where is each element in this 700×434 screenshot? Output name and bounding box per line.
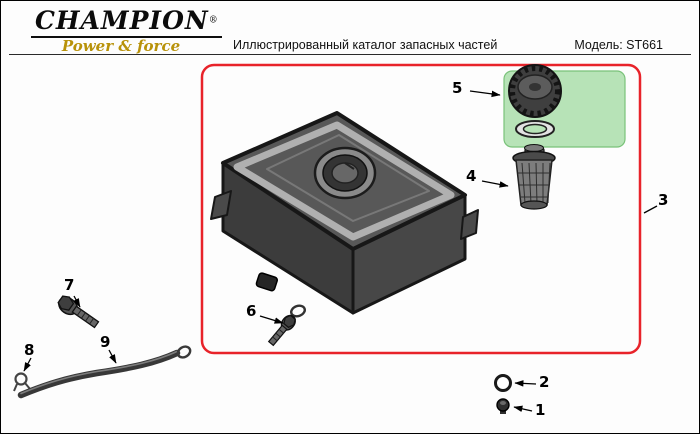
callout-3: 3 [658,191,669,209]
callout-2: 2 [539,373,550,391]
callout-4: 4 [466,167,477,185]
callout-arrows [23,90,658,413]
fuel-hose-drawing [17,345,192,399]
arrow-9 [108,349,117,364]
header-divider [9,54,691,55]
arrow-8 [23,357,32,372]
tank-bolt-drawing [267,304,306,347]
washer-drawing [494,374,512,392]
tank-group-highlight-box [200,63,642,355]
arrow-7 [73,295,81,308]
brand-wordmark: CHAMPION [35,6,209,35]
cap-gasket-drawing [515,120,555,138]
callout-1: 1 [535,401,546,419]
fuel-cap-drawing [508,64,562,118]
callout-5: 5 [452,79,463,97]
fuel-tank-drawing [210,111,479,315]
filler-neck [313,146,377,200]
arrow-5 [469,90,501,98]
fuel-strainer-drawing [512,144,556,210]
pointer-3 [643,205,658,214]
callout-7: 7 [64,276,75,294]
brand-wordmark-underline: CHAMPION® [31,6,222,38]
brand-tagline: Power & force [61,37,181,55]
model-label: Модель: ST661 [574,38,663,52]
registered-trademark-mark: ® [208,15,218,26]
arrow-4 [481,180,509,188]
arrow-1 [513,405,533,413]
grommet-drawing [496,398,510,414]
callout-9: 9 [100,333,111,351]
brand-logo: CHAMPION® Power & force [31,6,222,55]
callout-6: 6 [246,302,257,320]
catalog-title: Иллюстрированный каталог запасных частей [233,38,498,52]
arrow-6 [259,315,284,324]
arrow-2 [514,380,537,387]
hose-clip-drawing [13,372,31,392]
callout-8: 8 [24,341,35,359]
flange-bolt-drawing [57,295,100,329]
